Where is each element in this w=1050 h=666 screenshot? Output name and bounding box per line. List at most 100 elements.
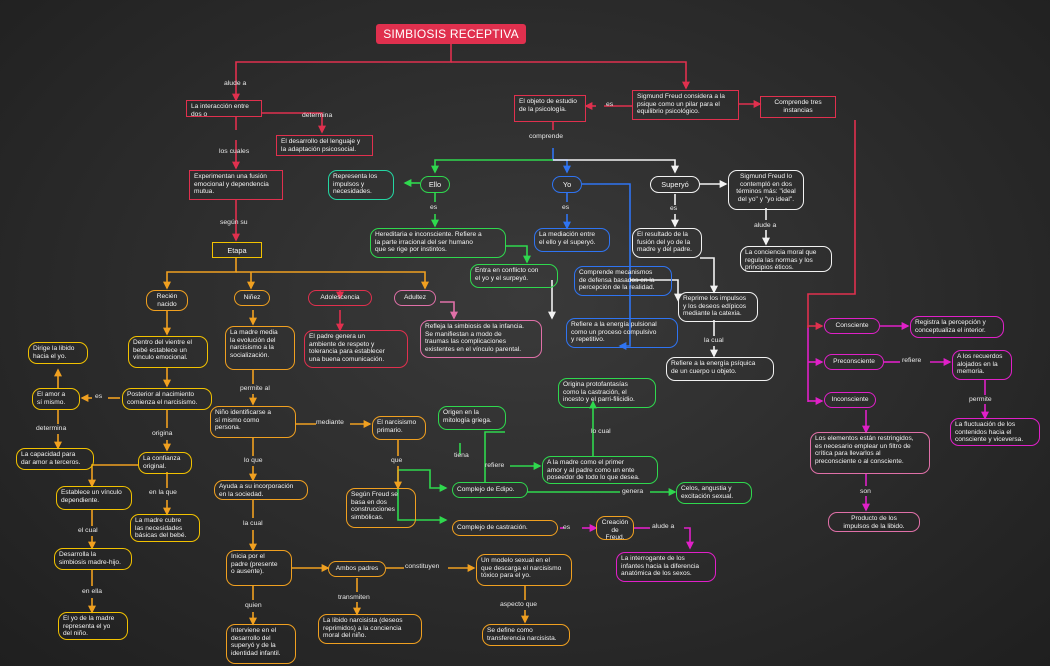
node-confianza-original: La confianza original.: [138, 452, 192, 474]
node-origina-protofantasias: Origina protofantasías como la castració…: [558, 378, 656, 408]
node-fluctuacion: La fluctuación de los contenidos hacia e…: [950, 418, 1040, 446]
node-complejo-edipo: Complejo de Edipo.: [452, 482, 528, 498]
node-segun-freud: Según Freud se basa en dos construccione…: [346, 488, 416, 528]
node-interaccion: La interacción entre dos o más organismo…: [186, 100, 262, 117]
node-dirige-libido: Dirige la libido hacia el yo.: [28, 342, 88, 364]
node-registra-percepcion: Registra la percepción y conceptualiza e…: [910, 316, 1004, 338]
node-producto-libido: Producto de los impulsos de la libido.: [828, 512, 920, 532]
label-es-dentro: es: [95, 393, 103, 400]
label-la-cual-superyo: la cual: [704, 337, 724, 344]
label-alude-a: alude a: [224, 80, 247, 87]
node-madre-media: La madre media la evolución del narcisis…: [225, 326, 295, 370]
label-que: que: [391, 457, 403, 464]
label-transmiten: transmiten: [338, 594, 370, 601]
label-alude-a-superyo: alude a: [754, 222, 777, 229]
node-refleja-simbiosis: Refleja la simbiosis de la infancia. Se …: [420, 320, 542, 358]
label-genera: genera: [622, 488, 644, 495]
node-posterior-nacimiento: Posterior al nacimiento comienza el narc…: [122, 388, 212, 410]
node-recuerdos: A los recuerdos alojados en la memoria.: [952, 350, 1012, 380]
label-la-cual-ninez: la cual: [243, 520, 263, 527]
node-amor-si-mismo: El amor a sí mismo.: [32, 388, 80, 410]
node-establece-vinculo: Establece un vínculo dependiente.: [56, 486, 132, 510]
node-yo: Yo: [552, 176, 582, 193]
label-quien: quien: [245, 602, 262, 609]
label-permite-al: permite al: [240, 385, 270, 392]
node-mediacion: La mediación entre el ello y el superyó.: [534, 228, 610, 252]
label-tiena: tiena: [454, 452, 469, 459]
label-en-ella: en ella: [82, 588, 103, 595]
label-es-ello: es: [430, 204, 438, 211]
node-interrogante-infantes: La interrogante de los infantes hacia la…: [616, 552, 716, 582]
node-libido-narcisista: La libido narcisista (deseos reprimidos)…: [318, 614, 422, 644]
node-recien-nacido: Recién nacido: [146, 290, 188, 311]
node-reprime-impulsos: Reprime los impulsos y los deseos edípic…: [678, 292, 758, 322]
node-adultez: Adultez: [394, 290, 436, 306]
node-interviene-desarrollo: Interviene en el desarrollo del superyó …: [226, 624, 296, 664]
label-los-cuales: los cuales: [219, 148, 250, 155]
node-ayuda-incorporacion: Ayuda a su incorporación en la sociedad.: [214, 480, 308, 500]
node-superyo: Superyó: [650, 176, 700, 193]
node-freud-psique: Sigmund Freud considera a la psique como…: [632, 90, 739, 120]
node-modelo-sexual: Un modelo sexual en el que descarga el n…: [476, 554, 572, 586]
node-origen-mitologia: Origen en la mitología griega.: [438, 406, 506, 430]
label-determina: determina: [302, 112, 333, 119]
label-es-yo: es: [562, 204, 570, 211]
node-energia-pulsional: Refiere a la energía pulsional como un p…: [566, 318, 678, 348]
label-comprende: comprende: [529, 133, 564, 140]
node-etapa: Etapa: [212, 242, 262, 258]
node-freud-superyo: Sigmund Freud lo contempló en dos términ…: [728, 170, 804, 210]
node-comprende-tres: Comprende tres instancias: [760, 96, 836, 118]
node-representa-impulsos: Representa los impulsos y necesidades.: [328, 170, 394, 200]
node-inicia-padre: Inicia por el padre (presente o ausente)…: [226, 550, 292, 586]
node-adolescencia: Adolescencia: [308, 290, 372, 306]
node-inconsciente: Inconsciente: [824, 392, 876, 408]
node-yo-madre: El yo de la madre representa el yo del n…: [58, 612, 128, 640]
node-entra-conflicto: Entra en conflicto con el yo y el surpey…: [470, 264, 558, 288]
node-dentro-vientre: Dentro del vientre el bebé establece un …: [128, 336, 208, 368]
label-el-cual: el cual: [78, 527, 98, 534]
label-origina: origina: [152, 430, 173, 437]
label-son: son: [860, 488, 871, 495]
map-title: SIMBIOSIS RECEPTIVA: [376, 24, 526, 44]
label-refiere-edipo: refiere: [485, 462, 505, 469]
label-lo-cual: lo cual: [591, 428, 611, 435]
label-mediante: mediante: [316, 419, 344, 426]
label-refiere-pre: refiere: [902, 357, 922, 364]
node-transferencia: Se define como transferencia narcisista.: [482, 624, 570, 646]
node-objeto-estudio: El objeto de estudio de la psicología.: [514, 95, 586, 122]
node-ambos-padres: Ambos padres: [328, 561, 386, 577]
label-alude-a-freud: alude a: [652, 523, 675, 530]
node-padre-genera: El padre genera un ambiente de respeto y…: [304, 330, 408, 368]
label-es: es: [606, 101, 614, 108]
node-celos-angustia: Celos, angustia y excitación sexual.: [676, 482, 752, 504]
node-madre-primer-amor: A la madre como el primer amor y al padr…: [542, 456, 658, 484]
label-es-superyo: es: [670, 205, 678, 212]
label-permite: permite: [969, 396, 992, 403]
node-capacidad-para: La capacidad para dar amor a terceros.: [16, 448, 94, 470]
label-es-castr: es: [563, 524, 571, 531]
node-creacion-freud: Creación de Freud.: [596, 516, 634, 540]
node-ello: Ello: [420, 176, 450, 193]
label-segun-su: según su: [220, 219, 248, 226]
node-resultado-fusion: El resultado de la fusión del yo de la m…: [632, 228, 702, 258]
label-constituyen: constituyen: [405, 563, 440, 570]
node-hereditaria: Hereditaria e inconsciente. Refiere a la…: [370, 228, 506, 258]
node-conciencia-moral: La conciencia moral que regula las norma…: [740, 246, 832, 272]
node-energia-psiquica: Refiere a la energía psíquica de un cuer…: [666, 357, 774, 381]
label-en-la-que: en la que: [149, 489, 177, 496]
node-desarrollo-lenguaje: El desarrollo del lenguaje y la adaptaci…: [276, 135, 373, 156]
node-preconsciente: Preconsciente: [824, 354, 884, 370]
node-nino-identificarse: Niño identificarse a sí mismo como perso…: [210, 406, 296, 438]
label-determina2: determina: [36, 425, 67, 432]
node-ninez: Niñez: [234, 290, 270, 306]
node-desarrolla-simbiosis: Desarrolla la simbiosis madre-hijo.: [54, 548, 132, 570]
label-lo-que: lo que: [244, 457, 263, 464]
node-complejo-castracion: Complejo de castración.: [452, 520, 558, 536]
node-elementos-restringidos: Los elementos están restringidos, es nec…: [810, 432, 930, 474]
node-comprende-mecanismos: Comprende mecanismos de defensa basados …: [574, 266, 672, 296]
node-consciente: Consciente: [824, 318, 880, 334]
label-aspecto-que: aspecto que: [500, 601, 538, 608]
node-narcisismo-primario: El narcisismo primario.: [372, 416, 426, 440]
